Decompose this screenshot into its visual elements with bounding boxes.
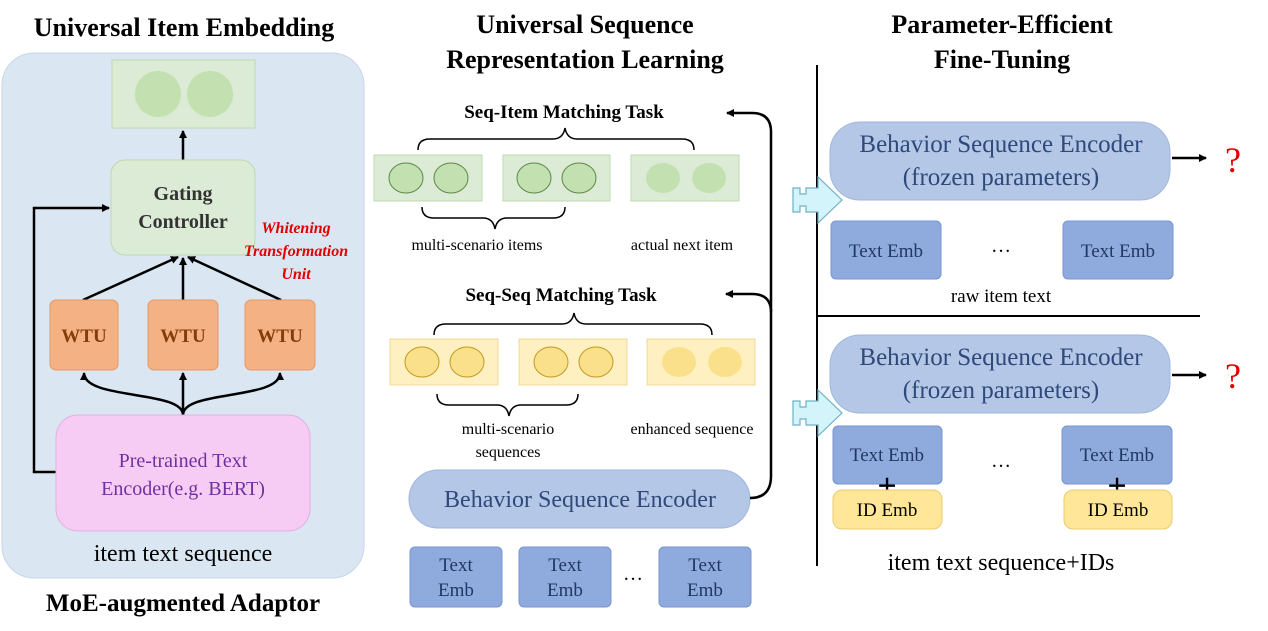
gating-controller-label: Gating (154, 183, 213, 205)
middle-panel-title: Representation Learning (446, 45, 724, 74)
text-emb-label: Text Emb (849, 241, 923, 262)
item-circle (561, 162, 597, 194)
whitening-label: Transformation (244, 243, 348, 260)
whitening-label: Unit (281, 266, 311, 283)
text-emb-label: Emb (687, 580, 723, 601)
question-mark-icon: ? (1225, 356, 1241, 396)
text-emb-box (409, 546, 503, 608)
text-emb-label: Text (548, 555, 582, 576)
arrow-encoder-to-wtu (80, 372, 185, 416)
sequence-circle (449, 346, 485, 378)
sequence-circle (578, 346, 614, 378)
ellipsis: … (623, 563, 643, 585)
seq-item-task-label: Seq-Item Matching Task (464, 102, 664, 123)
pretrained-encoder-label: Encoder(e.g. BERT) (101, 478, 265, 500)
wtu-box (49, 299, 119, 371)
brace-multi-items (421, 206, 566, 230)
pretrained-encoder-box (55, 414, 311, 532)
arrow-encoder-to-seq-item-task (726, 109, 773, 312)
wtu-label: WTU (61, 326, 107, 347)
frozen-encoder-label: Behavior Sequence Encoder (859, 131, 1143, 158)
raw-item-text-label: raw item text (951, 286, 1052, 307)
enhanced-sequence-circle (708, 347, 742, 377)
id-emb-label: ID Emb (1088, 500, 1149, 521)
multi-scenario-sequences-label: multi-scenario (462, 421, 554, 438)
text-emb-label: Text (439, 555, 473, 576)
brace-multi-sequences (436, 393, 579, 417)
item-circle (516, 162, 552, 194)
next-item-circle (692, 163, 726, 193)
input-arrow-icon (792, 175, 843, 225)
text-emb-box (658, 546, 752, 608)
multi-scenario-items-label: multi-scenario items (411, 237, 542, 254)
id-emb-box (832, 489, 943, 530)
arrow-wtu-to-gating (82, 255, 179, 302)
actual-next-item-label: actual next item (631, 237, 734, 254)
middle-panel-title: Universal Sequence (476, 10, 693, 39)
item-circle (388, 162, 424, 194)
frozen-encoder-label: Behavior Sequence Encoder (859, 344, 1143, 371)
input-arrow-icon (792, 388, 843, 438)
output-embedding-circle (187, 71, 233, 117)
text-emb-label: Text Emb (850, 445, 924, 466)
item-text-ids-label: item text sequence+IDs (888, 550, 1115, 576)
brace-seq-seq (433, 312, 713, 336)
item-circle (433, 162, 469, 194)
brace-seq-item (417, 127, 695, 151)
text-emb-box (1061, 425, 1173, 485)
whitening-label: Whitening (261, 220, 330, 237)
arrow-encoder-to-seq-seq-task (725, 290, 773, 500)
text-emb-label: Text Emb (1080, 445, 1154, 466)
text-emb-label: Text Emb (1081, 241, 1155, 262)
text-emb-label: Emb (547, 580, 583, 601)
id-emb-box (1063, 489, 1173, 530)
frozen-encoder-label: (frozen parameters) (903, 377, 1099, 404)
right-panel-title: Parameter-Efficient (891, 10, 1113, 39)
arrow-encoder-to-wtu (181, 372, 284, 416)
gating-controller-label: Controller (138, 211, 228, 233)
text-emb-box (832, 425, 943, 485)
behavior-encoder-label: Behavior Sequence Encoder (444, 487, 716, 513)
pretrained-encoder-label: Pre-trained Text (119, 450, 248, 472)
wtu-label: WTU (160, 326, 206, 347)
enhanced-sequence-label: enhanced sequence (630, 421, 753, 438)
item-text-sequence-label: item text sequence (94, 541, 273, 567)
output-embedding-circle (135, 71, 181, 117)
question-mark-icon: ? (1225, 140, 1241, 180)
wtu-label: WTU (257, 326, 303, 347)
text-emb-label: Emb (438, 580, 474, 601)
text-emb-label: Text (688, 555, 722, 576)
text-emb-box (518, 546, 612, 608)
id-emb-label: ID Emb (857, 500, 918, 521)
sequence-circle (533, 346, 569, 378)
text-emb-box (830, 220, 942, 280)
frozen-encoder-box (829, 121, 1171, 201)
enhanced-sequence-circle (662, 347, 696, 377)
frozen-encoder-label: (frozen parameters) (903, 164, 1099, 191)
left-panel-bottom-title: MoE-augmented Adaptor (46, 590, 320, 617)
frozen-encoder-box (829, 334, 1171, 414)
arrow-wtu-to-gating (187, 255, 282, 302)
next-item-circle (646, 163, 680, 193)
wtu-box (147, 299, 219, 371)
gating-controller-box (110, 159, 256, 256)
output-embedding-box (111, 59, 256, 129)
left-panel-title: Universal Item Embedding (34, 13, 334, 42)
seq-seq-task-label: Seq-Seq Matching Task (465, 285, 657, 306)
text-emb-box (1062, 220, 1174, 280)
ellipsis: … (991, 235, 1011, 257)
arrow-encoder-to-gating (32, 204, 110, 474)
right-panel-title: Fine-Tuning (934, 45, 1070, 74)
wtu-box (244, 299, 316, 371)
multi-scenario-sequences-label: sequences (476, 444, 541, 461)
sequence-circle (404, 346, 440, 378)
ellipsis: … (991, 450, 1011, 472)
